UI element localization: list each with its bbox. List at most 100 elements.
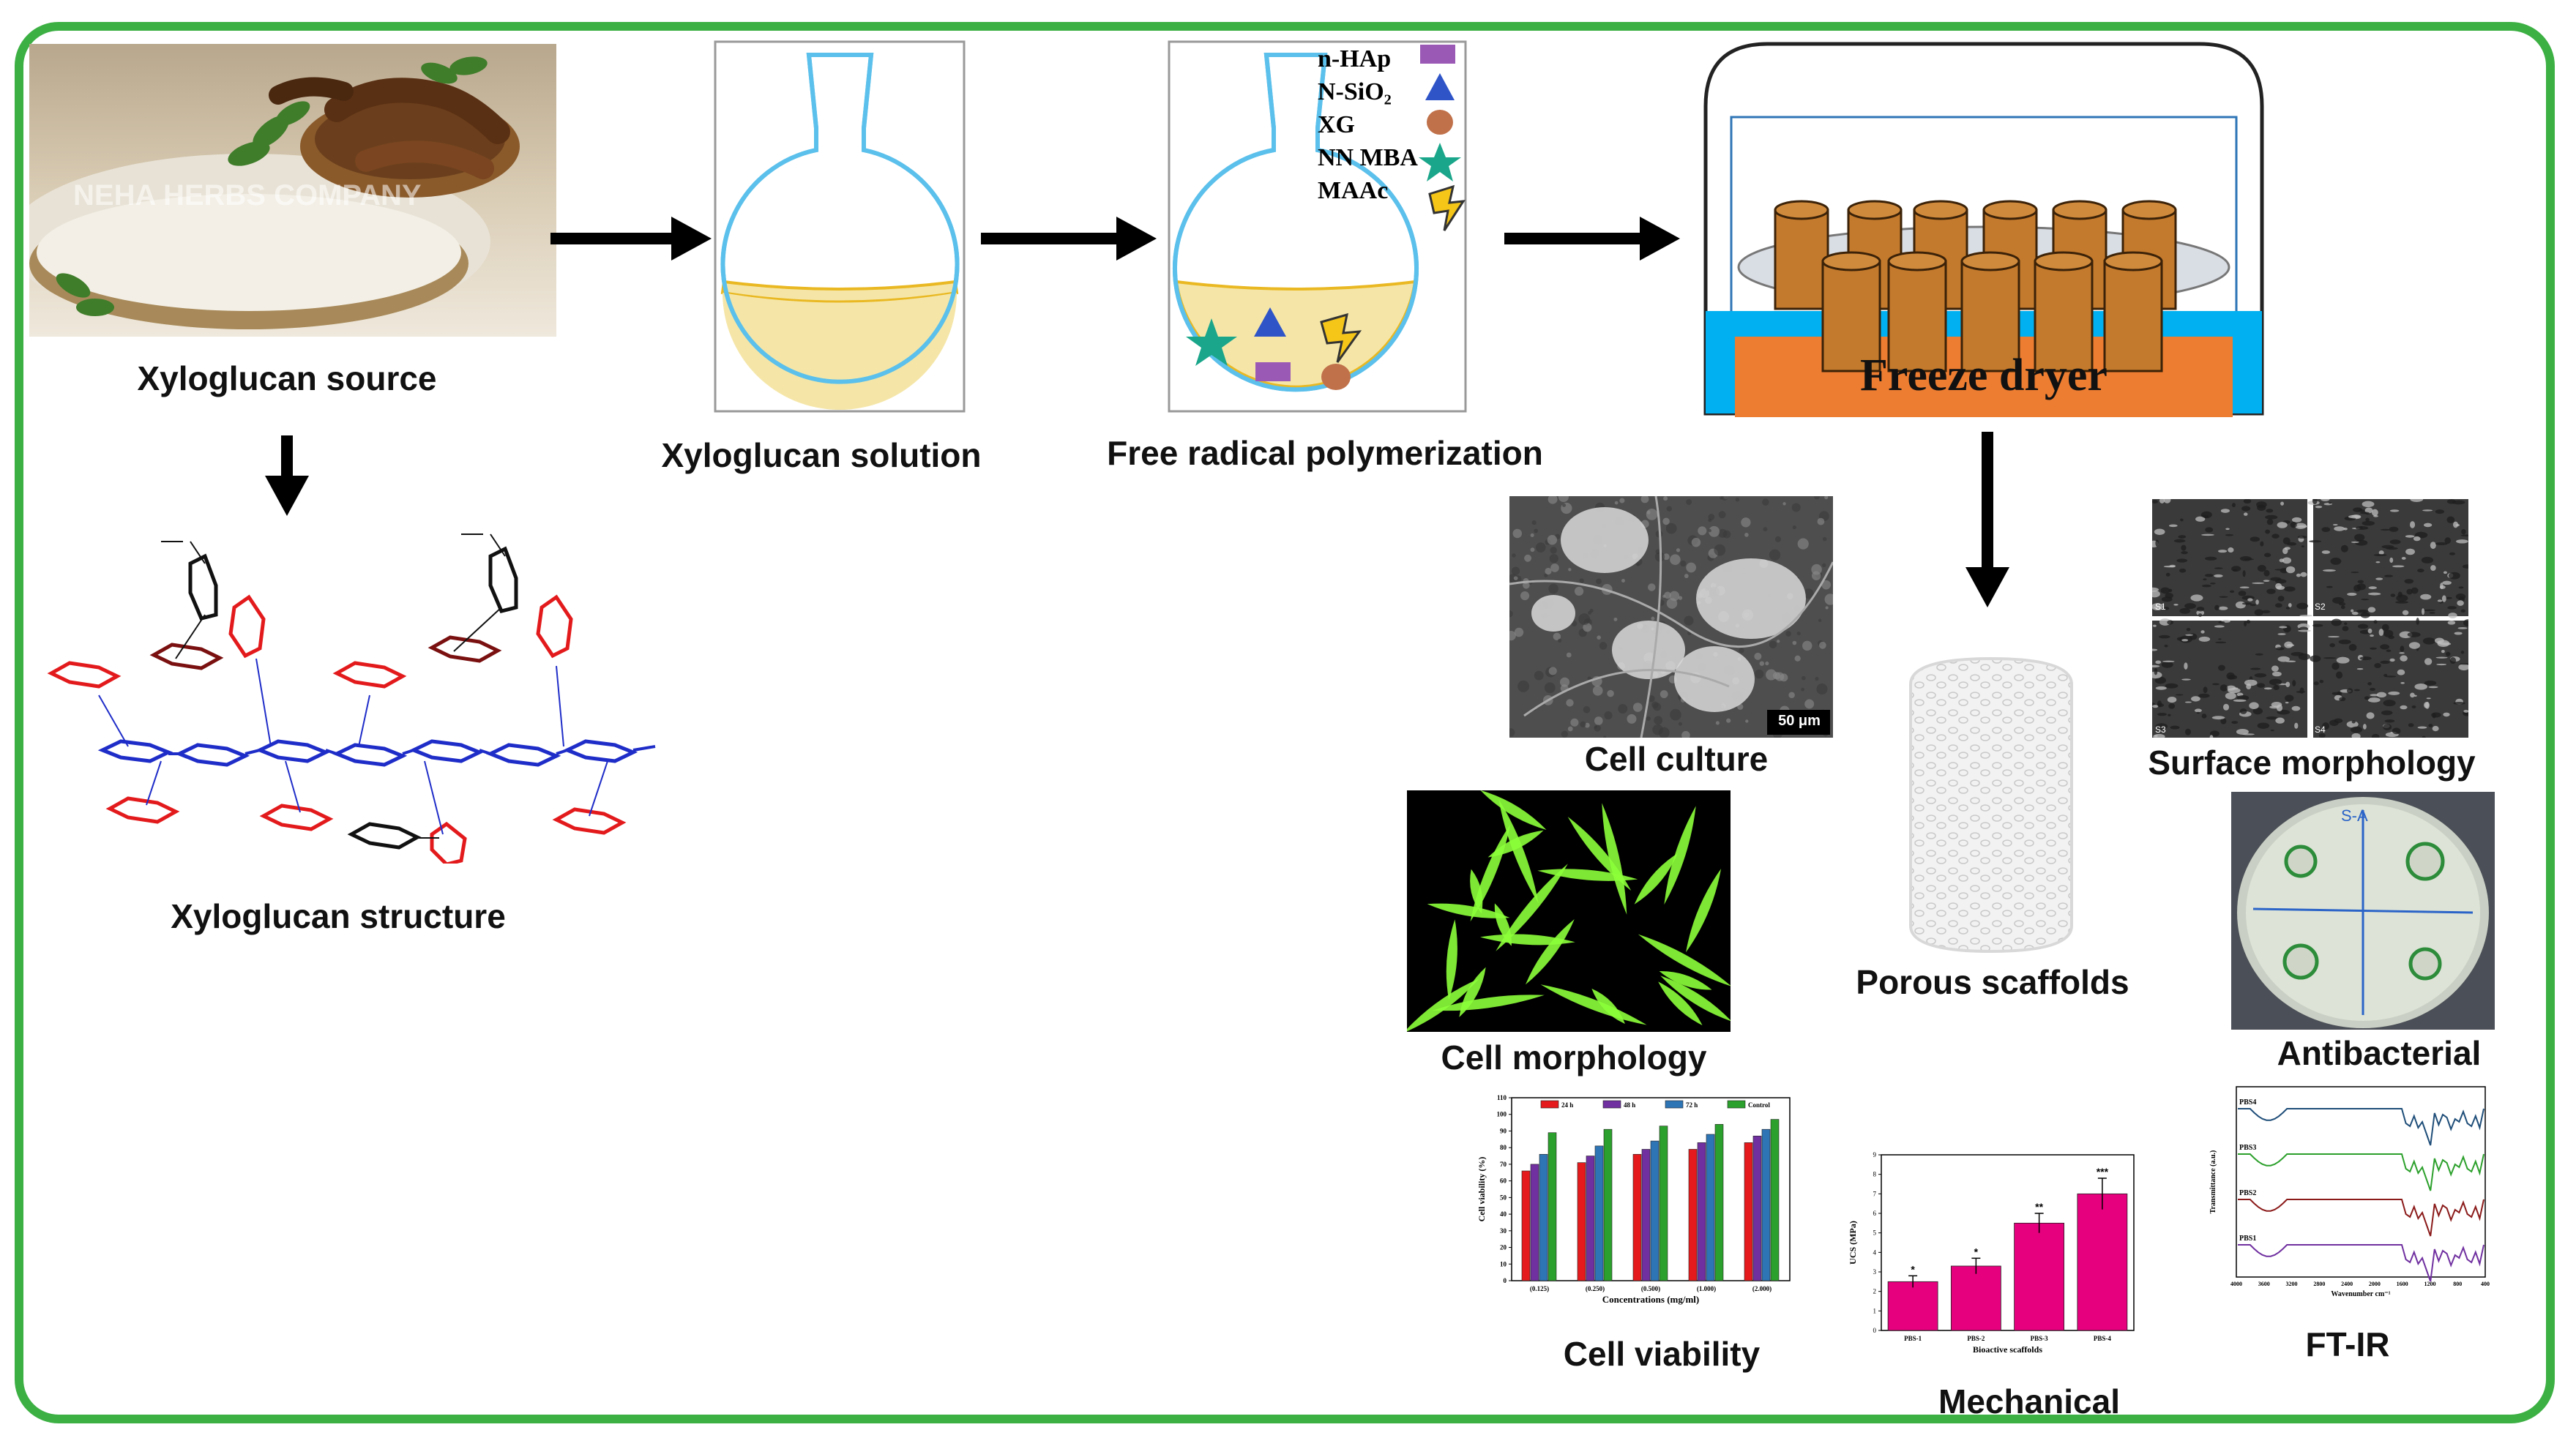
cell-culture-sem-image: 50 μm (1509, 496, 1833, 738)
ftir-spectrum-line (2238, 1199, 2484, 1237)
viability-xlabel: Concentrations (mg/ml) (1602, 1294, 1700, 1305)
fluorescent-cell (1686, 869, 1722, 953)
viability-category-label: (2.000) (1752, 1285, 1772, 1292)
viability-ytick-label: 100 (1497, 1111, 1507, 1118)
fluorescent-cell (1659, 970, 1712, 990)
legend-circle-icon (1427, 110, 1453, 135)
mechanical-bar (2077, 1193, 2128, 1331)
viability-ytick-label: 10 (1500, 1260, 1507, 1268)
viability-legend-label: 72 h (1686, 1101, 1698, 1109)
mechanical-xlabel: Bioactive scaffolds (1973, 1344, 2042, 1355)
viability-ytick-label: 30 (1500, 1227, 1507, 1235)
viability-bar (1586, 1156, 1595, 1281)
polymerization-flask (1168, 40, 1467, 413)
viability-ytick-label: 40 (1500, 1210, 1507, 1218)
scaffold-cylinder-top (2121, 200, 2177, 220)
sem-tag-s1: S1 (2155, 602, 2166, 612)
star-icon (1186, 318, 1237, 366)
label-cell-morphology: Cell morphology (1441, 1038, 1707, 1077)
label-surface-morphology: Surface morphology (2148, 744, 2476, 782)
viability-legend-swatch (1540, 1100, 1559, 1109)
viability-legend-swatch (1602, 1100, 1621, 1109)
figure-border (15, 22, 2555, 1423)
viability-legend-label: Control (1748, 1101, 1770, 1109)
mechanical-ytick-label: 0 (1873, 1327, 1877, 1334)
viability-ytick-label: 90 (1500, 1127, 1507, 1134)
viability-ytick-label: 50 (1500, 1194, 1507, 1201)
ftir-xtick-label: 1600 (2397, 1281, 2408, 1287)
ftir-xtick-label: 4000 (2230, 1281, 2242, 1287)
sem-panel-1 (2152, 499, 2312, 617)
scaffold-cylinder-body (1774, 209, 1829, 310)
xyloglucan-structure-diagram (47, 533, 656, 864)
ftir-xtick-label: 400 (2481, 1281, 2490, 1287)
mechanical-category-label: PBS-1 (1904, 1335, 1922, 1342)
viability-bar (1744, 1142, 1753, 1281)
surface-morphology-sem-grid: S1 S2 S3 S4 (2152, 499, 2468, 738)
viability-ytick-label: 110 (1497, 1094, 1507, 1101)
scaffold-cylinder-top (2052, 200, 2108, 220)
viability-category-label: (0.125) (1530, 1285, 1549, 1292)
label-free-radical-polymerization: Free radical polymerization (1107, 434, 1543, 472)
scaffold-cylinder-top (1847, 200, 1903, 220)
mechanical-ytick-label: 9 (1873, 1151, 1877, 1158)
legend-rectangle-icon (1420, 45, 1455, 64)
triangle-icon (1254, 307, 1286, 337)
fluorescent-cell (1591, 988, 1625, 1024)
viability-bar (1706, 1134, 1715, 1281)
viability-legend-swatch (1665, 1100, 1684, 1109)
fluorescent-cell (1660, 976, 1731, 1022)
freeze-dryer-label: Freeze dryer (1860, 351, 2108, 400)
mechanical-plot-frame (1881, 1154, 2135, 1331)
fluorescent-cell (1540, 984, 1647, 1025)
photo-watermark: NEHA HERBS COMPANY (73, 179, 422, 211)
mechanical-ylabel: UCS (MPa) (1848, 1221, 1858, 1265)
fluorescent-cell (1634, 853, 1678, 905)
sem-panel-2 (2307, 499, 2468, 618)
scaffold-cylinders (1774, 200, 2177, 372)
reagent-xg: XG (1318, 111, 1355, 138)
viability-legend-swatch (1727, 1100, 1746, 1109)
ftir-xlabel: Wavenumber cm⁻¹ (2331, 1290, 2390, 1298)
circle-icon (1321, 364, 1351, 390)
scaffold-cylinder-top (2103, 251, 2163, 272)
label-xyloglucan-structure: Xyloglucan structure (171, 897, 506, 935)
mechanical-category-label: PBS-3 (2031, 1335, 2049, 1342)
viability-bar (1641, 1149, 1651, 1281)
viability-bar (1659, 1126, 1668, 1281)
legend-lightning-icon (1428, 184, 1466, 231)
scale-bar-label: 50 μm (1778, 713, 1821, 729)
fluorescent-cell (1446, 919, 1457, 1000)
rectangle-icon (1255, 362, 1291, 381)
arrow-down-icon (265, 435, 309, 516)
viability-bar (1594, 1145, 1604, 1281)
label-xyloglucan-solution: Xyloglucan solution (661, 436, 982, 474)
sem-tag-s3: S3 (2155, 724, 2166, 735)
mechanical-ytick-label: 8 (1873, 1171, 1877, 1178)
fluorescent-cell (1470, 869, 1483, 914)
fluorescent-cell (1407, 978, 1479, 1032)
viability-category-label: (0.500) (1641, 1285, 1660, 1292)
petri-label: S-A (2341, 806, 2368, 825)
mechanical-ytick-label: 2 (1873, 1288, 1877, 1295)
mechanical-ucs-chart: 0123456789*PBS-1*PBS-2**PBS-3***PBS-4Bio… (1841, 1140, 2148, 1373)
ftir-series-label: PBS3 (2239, 1144, 2256, 1152)
scaffold-cylinder-body (1887, 260, 1947, 372)
viability-bar (1603, 1128, 1613, 1281)
xyloglucan-source-photo: NEHA HERBS COMPANY (29, 44, 556, 337)
mechanical-bar (2014, 1222, 2065, 1331)
ftir-plot-frame (2236, 1086, 2486, 1278)
fluorescent-cell (1664, 806, 1696, 905)
viability-ytick-label: 20 (1500, 1244, 1507, 1251)
viability-ytick-label: 0 (1504, 1277, 1507, 1284)
fluorescent-cell (1480, 790, 1547, 830)
viability-bar (1752, 1135, 1762, 1281)
ftir-series-label: PBS2 (2239, 1189, 2256, 1197)
arrow-right-icon (1504, 217, 1680, 261)
ftir-xtick-label: 2800 (2313, 1281, 2325, 1287)
mechanical-significance-label: * (1974, 1246, 1979, 1257)
ftir-xtick-label: 800 (2453, 1281, 2462, 1287)
fluorescent-cell (1525, 918, 1575, 985)
viability-bar (1650, 1140, 1660, 1281)
viability-ylabel: Cell viability (%) (1476, 1157, 1487, 1222)
